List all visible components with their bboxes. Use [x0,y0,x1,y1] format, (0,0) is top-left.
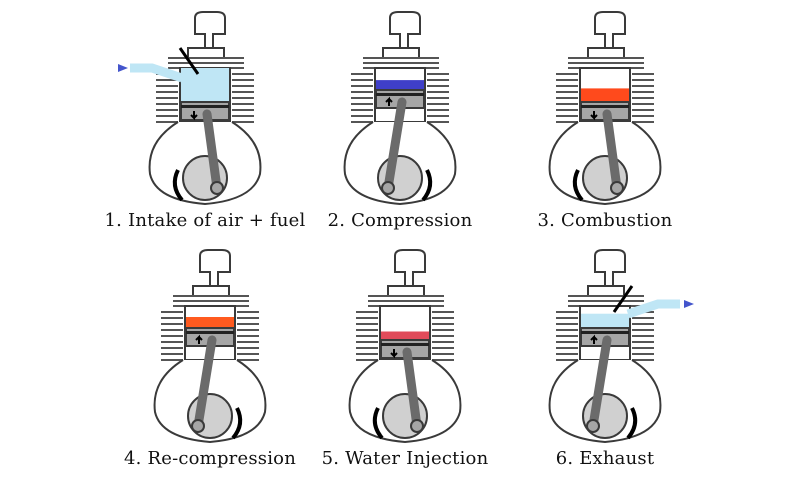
connecting-rod [602,109,622,193]
piston-up-arrow-icon [590,334,598,344]
crank-pin [210,181,224,195]
piston-down-arrow-icon [190,111,198,121]
stage-6-panel: 6. Exhaust [490,248,720,483]
stage-2-caption: 2. Compression [327,210,473,231]
stage-2-engine-illustration [343,11,457,206]
crank-pin [191,419,205,433]
crank-pin [610,181,624,195]
crank-pin [381,181,395,195]
piston-ring [381,343,429,346]
crank-rotation-arrow-icon [372,407,384,440]
spark-plug [194,11,226,49]
combustion-chamber-gas [381,331,429,340]
stage-4-engine-illustration [153,249,267,444]
crank-rotation-arrow-icon [231,407,243,440]
combustion-chamber-gas [581,88,629,102]
stage-5-engine-illustration [348,249,462,444]
spark-plug [594,11,626,49]
valve-cover [387,285,425,297]
combustion-chamber-gas [581,313,629,328]
crank-rotation-arrow-icon [626,407,638,440]
valve-cover [187,47,225,59]
intake-valve [178,47,200,75]
valve-cover [587,285,625,297]
spark-plug [594,249,626,287]
stage-6-engine-illustration [548,249,694,444]
stage-4-caption: 4. Re-compression [123,448,296,469]
piston-up-arrow-icon [385,96,393,106]
crank-pin [586,419,600,433]
combustion-chamber-gas [376,80,424,90]
stage-5-caption: 5. Water Injection [321,448,489,469]
piston-ring [581,331,629,334]
crank-rotation-arrow-icon [172,169,184,202]
valve-cover [587,47,625,59]
connecting-rod [202,109,222,193]
exhaust-valve [612,285,634,313]
exhaust-flow-arrow-icon [684,300,694,308]
combustion-chamber-gas [181,68,229,102]
piston-ring [186,331,234,334]
valve-cover [192,285,230,297]
stage-2-panel: 2. Compression [285,10,515,245]
stage-1-panel: 1. Intake of air + fuel [90,10,320,245]
connecting-rod [588,335,612,431]
spark-plug [394,249,426,287]
combustion-chamber-gas [186,317,234,328]
stage-1-caption: 1. Intake of air + fuel [104,210,306,231]
connecting-rod [383,97,407,193]
exhaust-port-flow [626,299,680,319]
stage-1-engine-illustration [118,11,262,206]
connecting-rod [402,347,422,431]
crank-rotation-arrow-icon [572,169,584,202]
intake-port-flow [130,63,184,83]
stage-6-caption: 6. Exhaust [555,448,655,469]
piston-down-arrow-icon [390,349,398,359]
connecting-rod [193,335,217,431]
piston-ring [181,105,229,108]
piston-down-arrow-icon [590,111,598,121]
piston-ring [376,93,424,96]
piston-ring [581,105,629,108]
stage-3-engine-illustration [548,11,662,206]
stage-4-panel: 4. Re-compression [95,248,325,483]
stage-3-caption: 3. Combustion [537,210,673,231]
stage-5-panel: 5. Water Injection [290,248,520,483]
intake-flow-arrow-icon [118,64,128,72]
spark-plug [199,249,231,287]
crank-rotation-arrow-icon [421,169,433,202]
crank-pin [410,419,424,433]
piston-up-arrow-icon [195,334,203,344]
valve-cover [382,47,420,59]
stage-3-panel: 3. Combustion [490,10,720,245]
spark-plug [389,11,421,49]
